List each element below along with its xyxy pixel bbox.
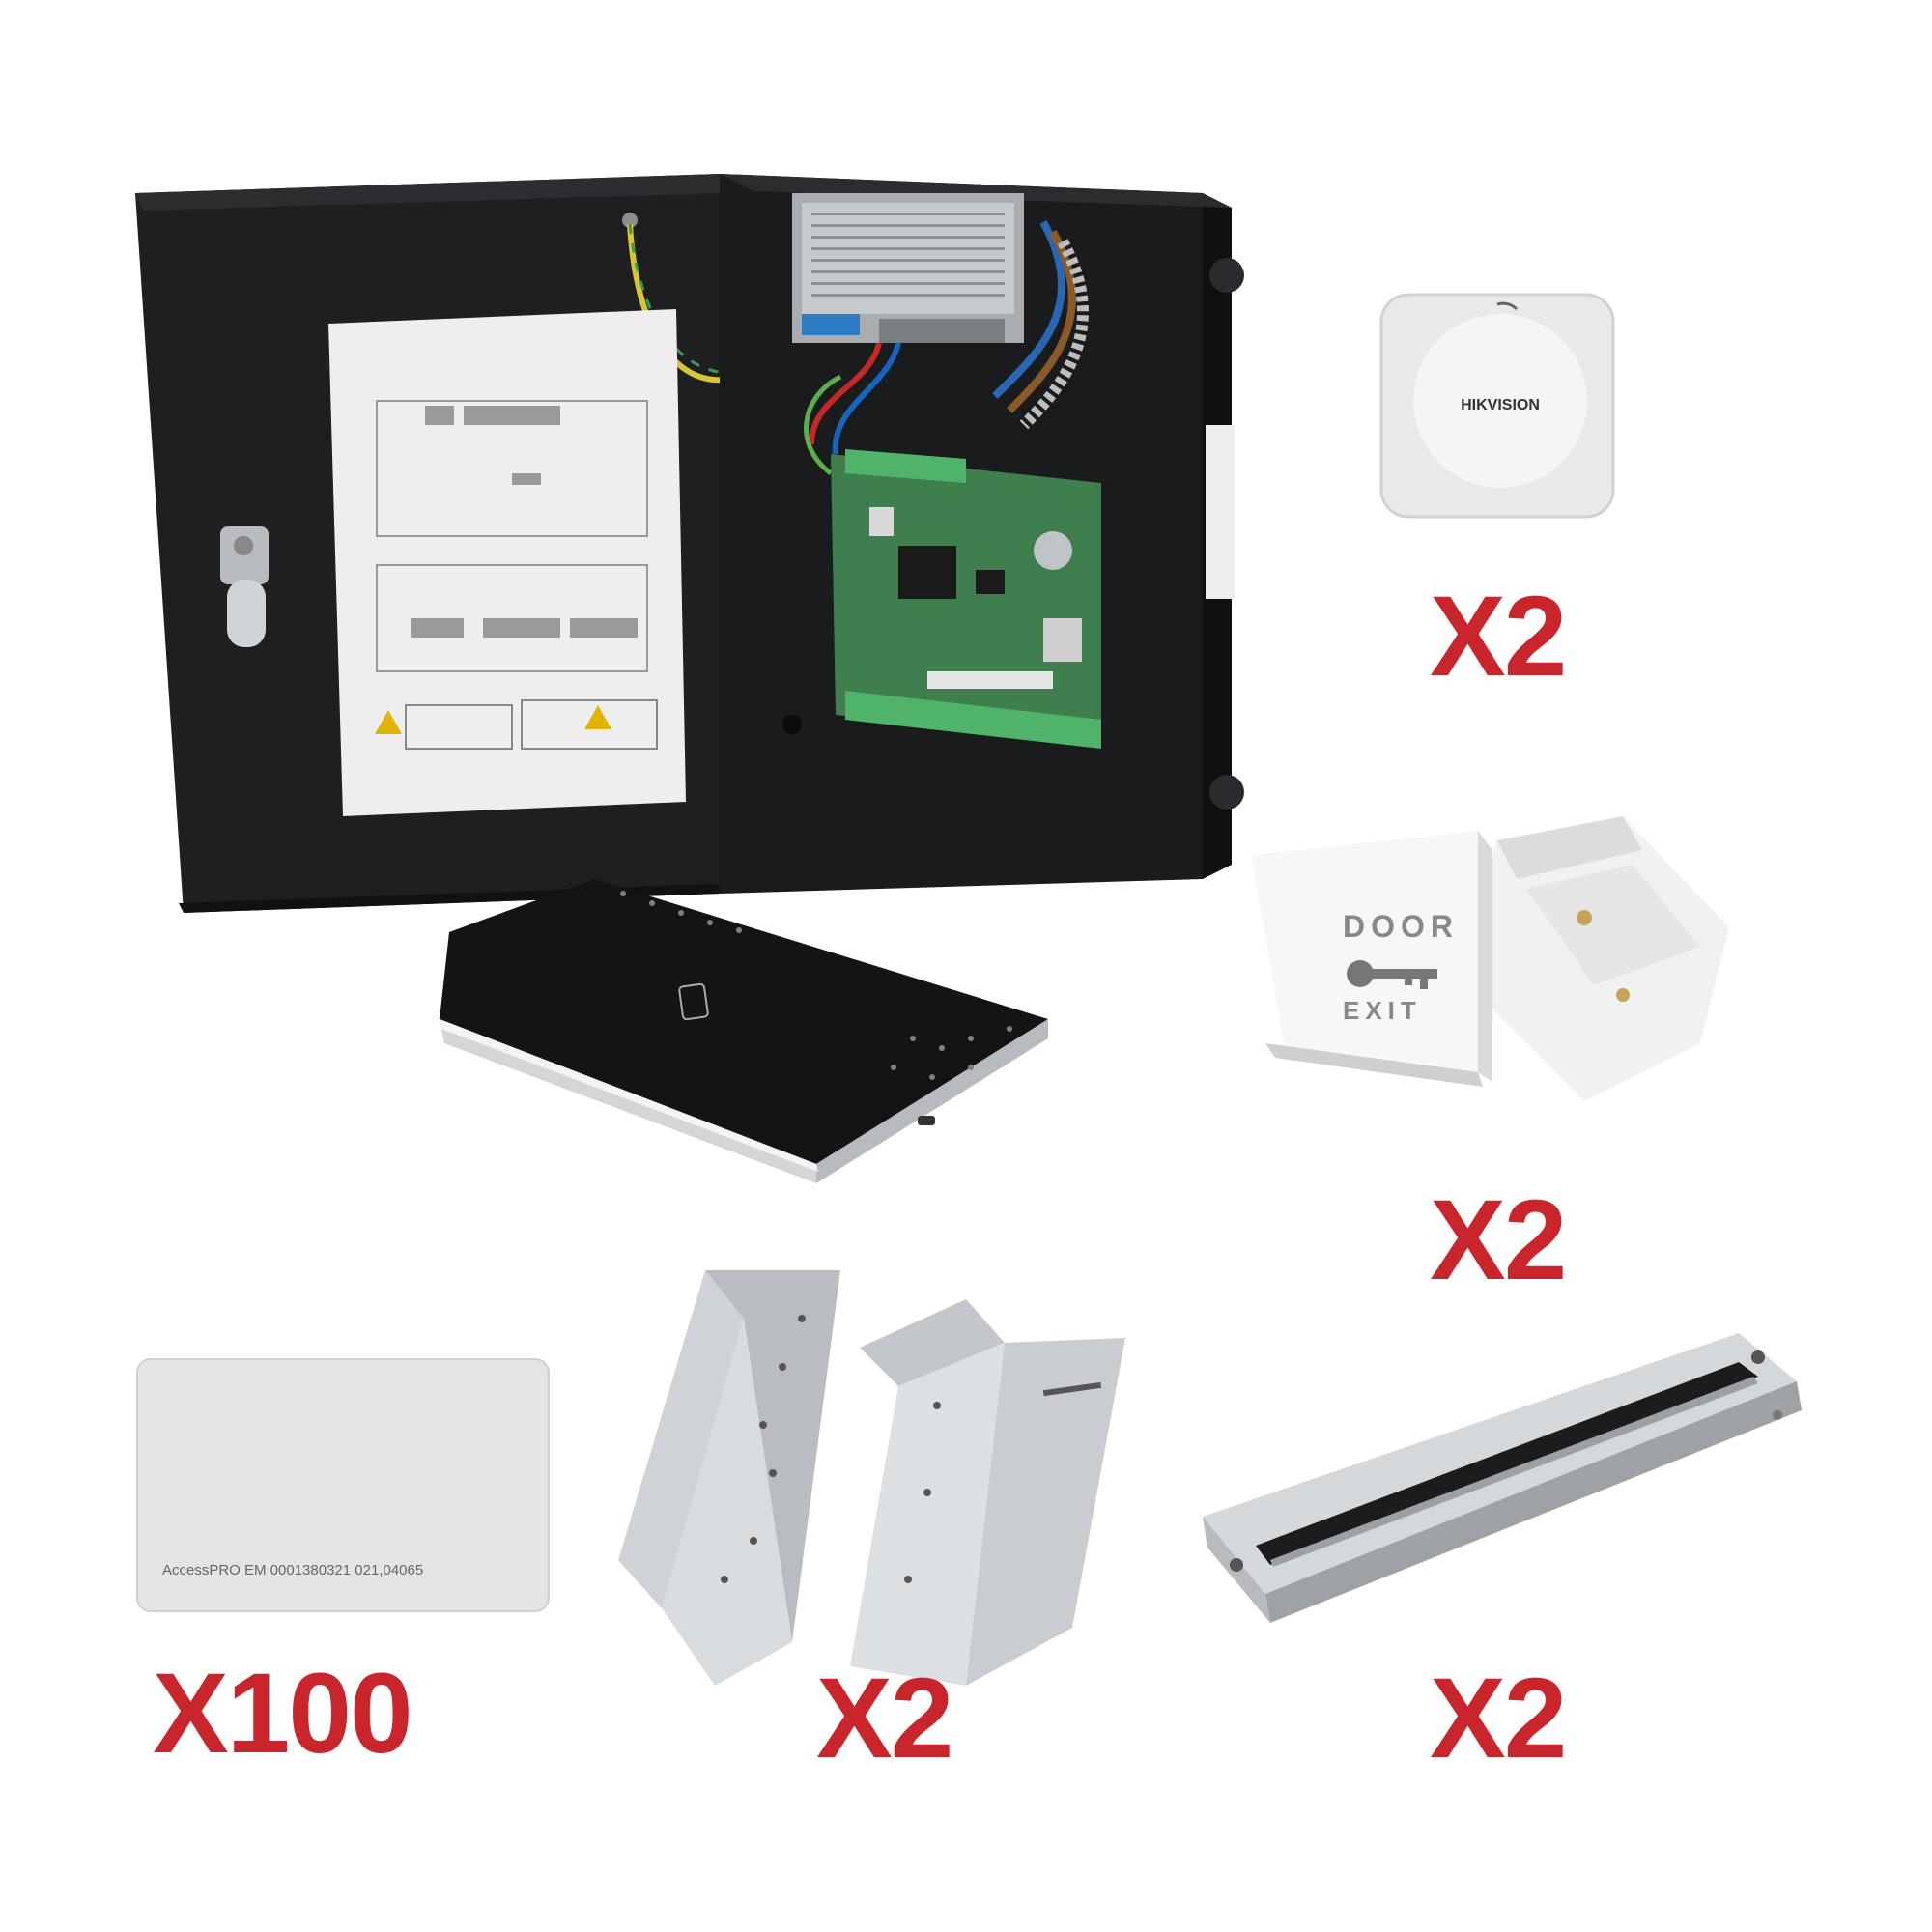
controller-circuit-board [831, 449, 1101, 749]
proximity-card: AccessPRO EM 0001380321 021,04065 [135, 1357, 551, 1613]
usb-port [918, 1116, 935, 1125]
card-icon [678, 982, 709, 1021]
lz-mounting-brackets [618, 1261, 1140, 1705]
wiring-label-sheet [328, 309, 686, 816]
lock-icon [220, 526, 269, 647]
door-exit-button: DOOR EXIT [1246, 811, 1729, 1130]
key-icon [1347, 960, 1437, 989]
access-controller-cabinet [135, 164, 1256, 927]
exit-button-door-label: DOOR [1343, 909, 1459, 944]
exit-button-quantity: X2 [1430, 1177, 1567, 1304]
maglock-quantity: X2 [1430, 1655, 1567, 1782]
electromagnetic-lock [1198, 1323, 1826, 1633]
reader-quantity: X2 [1430, 573, 1567, 700]
brackets-quantity: X2 [816, 1655, 953, 1782]
usb-card-enrollment-reader [430, 874, 1053, 1183]
exit-button-exit-label: EXIT [1343, 996, 1422, 1025]
power-supply-unit [792, 193, 1024, 343]
proximity-card-reader: HIKVISION [1377, 290, 1618, 522]
reader-brand: HIKVISION [1461, 397, 1540, 413]
card-quantity: X100 [153, 1650, 413, 1777]
card-print: AccessPRO EM 0001380321 021,04065 [162, 1562, 423, 1578]
side-sticker [1206, 425, 1235, 599]
